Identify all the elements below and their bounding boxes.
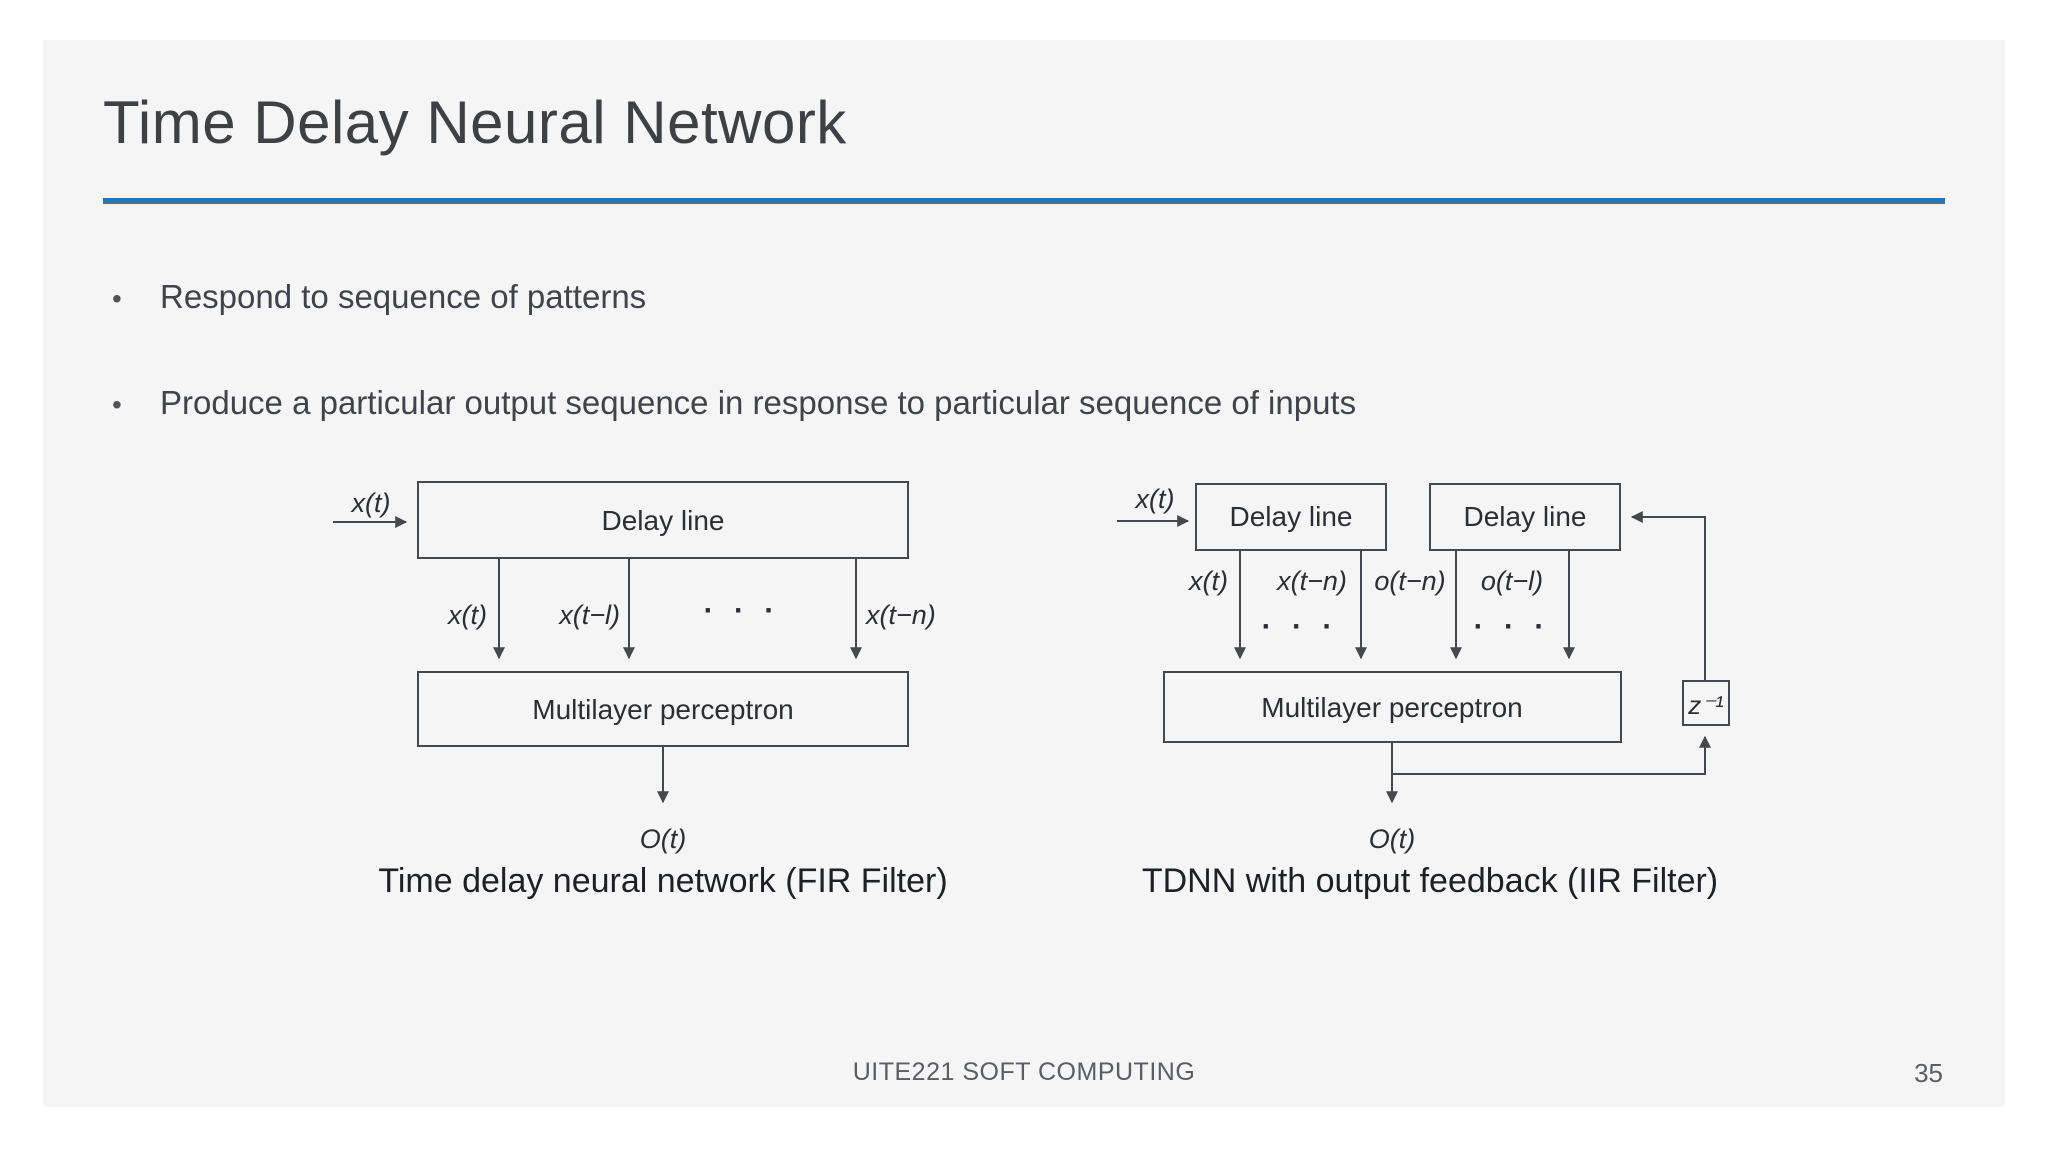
fir-tap-label: x(t): [446, 600, 487, 630]
iir-diagram: x(t) Delay line Delay line x(t) x(t−n) o…: [1117, 483, 1730, 854]
bullet-marker: •: [112, 283, 122, 314]
iir-delay-line-input-label: Delay line: [1230, 501, 1353, 532]
bullet-item: • Respond to sequence of patterns: [112, 278, 1356, 316]
footer-course: UITE221 SOFT COMPUTING: [852, 1058, 1196, 1086]
fir-delay-line-box: [417, 481, 909, 559]
iir-caption: TDNN with output feedback (IIR Filter): [1141, 862, 1719, 900]
footer-page-number: 35: [1914, 1058, 1943, 1088]
fir-caption: Time delay neural network (FIR Filter): [378, 862, 948, 900]
bullet-text: Produce a particular output sequence in …: [160, 384, 1357, 421]
fir-delay-line-label: Delay line: [602, 505, 725, 536]
iir-mlp-label: Multilayer perceptron: [1261, 692, 1522, 723]
iir-output-label: O(t): [1369, 824, 1416, 854]
iir-ellipsis: · · ·: [1474, 610, 1551, 643]
iir-feedback-wire-top: [1630, 511, 1706, 681]
fir-output-label: O(t): [640, 824, 687, 854]
title-underline: [103, 198, 1945, 204]
iir-tap-label: x(t): [1187, 566, 1228, 596]
bullet-item: • Produce a particular output sequence i…: [112, 384, 1356, 422]
bullet-marker: •: [112, 389, 122, 420]
iir-tap-label: o(t−n): [1374, 566, 1445, 596]
slide: Time Delay Neural Network • Respond to s…: [43, 40, 2005, 1107]
fir-mlp-label: Multilayer perceptron: [532, 694, 793, 725]
iir-delay-line-feedback-box: [1429, 483, 1621, 551]
iir-tap-label: o(t−l): [1481, 566, 1543, 596]
iir-feedback-wire-bottom: [1392, 735, 1711, 775]
fir-diagram: x(t) Delay line x(t) x(t−l) · · · x(t−n)…: [333, 481, 936, 854]
fir-tap-label: x(t−l): [557, 600, 620, 630]
iir-tap-label: x(t−n): [1275, 566, 1347, 596]
iir-ellipsis: · · ·: [1262, 610, 1339, 643]
bullet-list: • Respond to sequence of patterns • Prod…: [112, 278, 1356, 490]
iir-delay-line-input-box: [1195, 483, 1387, 551]
iir-unit-delay-box: [1682, 680, 1730, 726]
bullet-text: Respond to sequence of patterns: [160, 278, 647, 315]
iir-delay-line-feedback-label: Delay line: [1464, 501, 1587, 532]
fir-tap-label: x(t−n): [864, 600, 936, 630]
iir-input-label: x(t): [1134, 484, 1175, 514]
iir-unit-delay-label: z⁻¹: [1687, 690, 1724, 720]
slide-title: Time Delay Neural Network: [103, 89, 847, 156]
fir-ellipsis: · · ·: [704, 594, 781, 627]
fir-input-label: x(t): [350, 488, 391, 518]
